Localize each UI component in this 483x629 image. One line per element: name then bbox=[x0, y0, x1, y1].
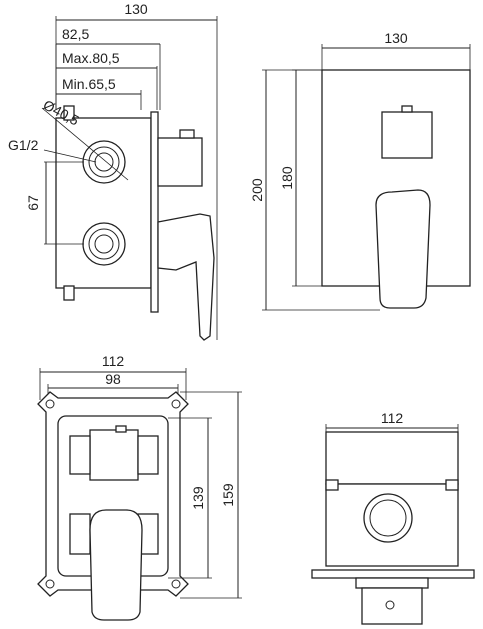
top-view: 112 bbox=[311, 410, 475, 625]
dim-front-height-total: 200 bbox=[249, 178, 265, 202]
wall-plate bbox=[150, 111, 159, 313]
top-port bbox=[363, 493, 413, 543]
dim-depth-min: Min.65,5 bbox=[62, 76, 116, 92]
top-lever bbox=[361, 587, 423, 625]
top-body bbox=[325, 431, 459, 485]
dim-depth-max: Max.80,5 bbox=[62, 50, 120, 66]
dim-back-height-inner: 139 bbox=[190, 486, 206, 510]
diverter-knob bbox=[381, 111, 433, 159]
dim-back-width-inner: 98 bbox=[105, 371, 121, 387]
cartridge bbox=[157, 137, 203, 187]
dim-port-spacing: 67 bbox=[25, 195, 41, 211]
dim-top-width: 112 bbox=[381, 410, 404, 426]
side-view: 130 82,5 Max.80,5 Min.65,5 Ø40,5 G1/2 bbox=[8, 1, 218, 341]
lever-handle bbox=[157, 213, 215, 341]
back-view: 112 98 139 159 bbox=[37, 353, 242, 621]
dim-total-width: 130 bbox=[124, 1, 148, 17]
dim-back-height-outer: 159 bbox=[220, 483, 236, 507]
front-lever bbox=[375, 189, 431, 309]
front-view: 130 200 180 bbox=[249, 30, 471, 311]
dim-depth-outer: 82,5 bbox=[62, 26, 89, 42]
dim-back-width-outer: 112 bbox=[102, 353, 125, 369]
top-plate bbox=[311, 569, 475, 579]
dim-front-height-plate: 180 bbox=[279, 166, 295, 190]
dim-thread: G1/2 bbox=[8, 137, 39, 153]
dim-front-width: 130 bbox=[384, 30, 408, 46]
